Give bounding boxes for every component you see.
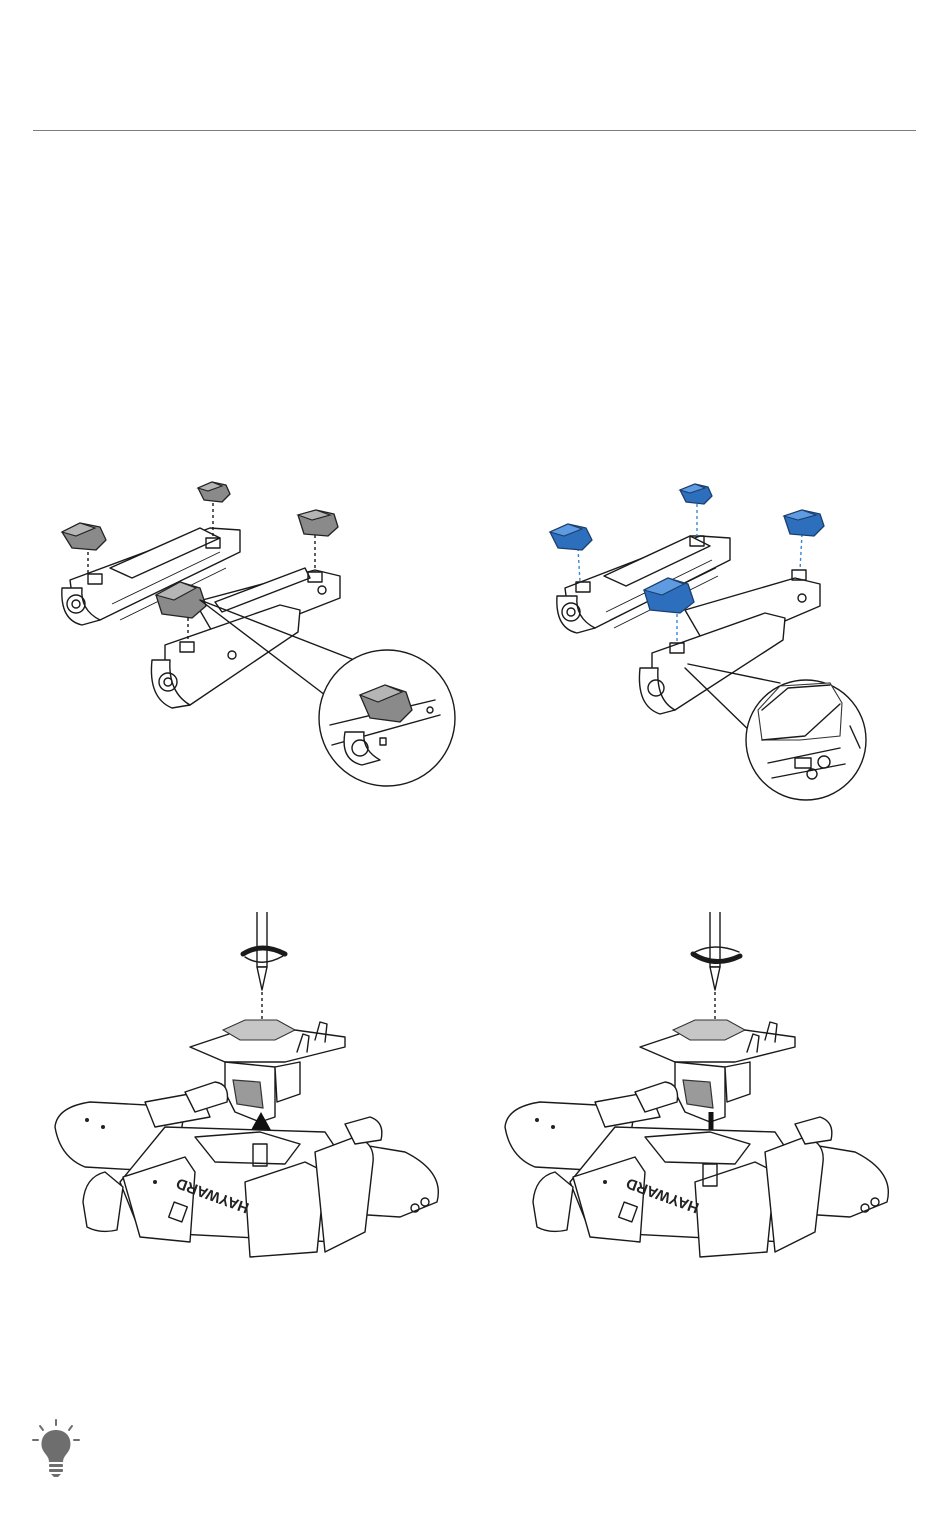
wheel-cap-icon [198,482,230,502]
header-rule [33,130,916,131]
impeller-removal-figure: HAYWARD [45,912,465,1312]
wheel-caps-removal-figure [40,470,460,800]
wheel-cap-icon [62,523,106,550]
impeller-installation-figure: HAYWARD [495,912,915,1312]
wheel-caps-installation-figure [540,478,880,803]
wheel-cap-icon [550,524,592,550]
wheel-cap-icon [784,510,824,536]
lightbulb-icon [30,1418,82,1478]
wheel-cap-icon [680,484,712,504]
wheel-cap-icon [298,510,338,536]
